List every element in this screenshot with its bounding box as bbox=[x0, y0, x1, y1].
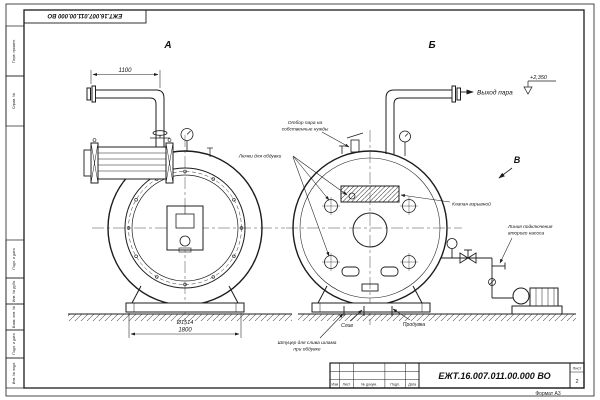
support-left bbox=[125, 285, 245, 313]
margin-label: Подп. и дата bbox=[12, 248, 16, 269]
feed-piping bbox=[441, 238, 514, 299]
check-valve-icon bbox=[488, 278, 496, 286]
margin-label: Подп. и дата bbox=[12, 333, 16, 354]
sheet-frame bbox=[5, 3, 595, 397]
sheet-label: Лист bbox=[573, 366, 582, 371]
stamp-col-data: Дата bbox=[408, 383, 416, 387]
manhole bbox=[352, 212, 388, 248]
leader-lines bbox=[292, 131, 513, 339]
steam-pipe-right bbox=[385, 85, 461, 154]
pressure-gauge-top bbox=[399, 130, 411, 156]
view-v-arrow bbox=[498, 167, 513, 179]
dim-diameter: Ø1514 bbox=[176, 320, 194, 326]
blow-hatches bbox=[322, 192, 418, 271]
riser-valve bbox=[150, 130, 170, 139]
ground bbox=[68, 313, 576, 321]
safety-valve bbox=[339, 132, 364, 154]
door-bolts bbox=[126, 169, 244, 287]
label-pump-line-1: Линия подключения bbox=[507, 224, 553, 230]
label-steam-out: Выход пара bbox=[477, 89, 513, 97]
label-sludge-2: при обдувке bbox=[293, 347, 320, 353]
margin-box-labels: Перв. примен. Справ. № Подп. и дата Инв.… bbox=[12, 39, 16, 384]
pressure-gauge-left bbox=[180, 128, 194, 152]
burner-unit bbox=[166, 205, 204, 253]
margin-label: Инв. № дубл. bbox=[12, 280, 16, 302]
label-drain: Слив bbox=[341, 323, 353, 329]
dim-top: 1100 bbox=[119, 68, 133, 74]
stamp-col-podp: Подп. bbox=[390, 383, 400, 387]
feed-pump bbox=[511, 287, 563, 315]
label-own-needs-1: Отбор пара на bbox=[288, 120, 323, 126]
support-right bbox=[311, 285, 431, 313]
stamp-col-dokum: № докум. bbox=[361, 383, 377, 387]
label-blow-hatches: Лючки для обдувки bbox=[238, 154, 282, 160]
doc-code-top: ЕЖТ.16.007.011.00.000 ВО bbox=[47, 12, 122, 18]
margin-label: Инв. № подл. bbox=[12, 362, 16, 384]
view-v-label: В bbox=[514, 155, 521, 165]
margin-label: Перв. примен. bbox=[12, 39, 16, 63]
title-block-text: Изм Лист № докум. Подп. Дата ЕЖТ.16.007.… bbox=[331, 366, 581, 397]
view-a-label: А bbox=[163, 40, 171, 51]
stamp-col-izm: Изм bbox=[331, 383, 338, 387]
view-a-boiler bbox=[83, 85, 263, 313]
view-b-boiler bbox=[292, 85, 461, 316]
label-explosion-valve: Клапан взрывной bbox=[452, 201, 491, 208]
elevation-value: +2,350 bbox=[530, 75, 548, 81]
top-stub bbox=[207, 147, 213, 157]
doc-code-stamp: ЕЖТ.16.007.011.00.000 ВО bbox=[438, 371, 550, 381]
sheet-value: 2 bbox=[575, 379, 578, 385]
pressure-gauge-line bbox=[446, 238, 458, 249]
explosion-valve-port bbox=[340, 185, 400, 203]
margin-label: Взам. инв. № bbox=[12, 306, 16, 328]
stamp-col-list: Лист bbox=[342, 383, 350, 387]
steam-pipe-left bbox=[86, 85, 165, 154]
dimensions bbox=[90, 70, 242, 338]
elevation-mark bbox=[523, 80, 556, 95]
label-own-needs-2: собственные нужды bbox=[282, 127, 329, 133]
economizer bbox=[83, 138, 174, 184]
margin-label: Справ. № bbox=[12, 93, 16, 109]
valve-icon bbox=[459, 252, 469, 264]
title-block bbox=[329, 362, 585, 389]
label-blowdown: Продувка bbox=[403, 322, 425, 328]
view-b-label: Б bbox=[428, 40, 435, 51]
dim-width: 1800 bbox=[178, 328, 192, 334]
margin-boxes bbox=[5, 25, 25, 389]
label-sludge-1: Штуцер для слива шлама bbox=[278, 340, 337, 346]
format-label: Формат А3 bbox=[535, 391, 560, 397]
handholes bbox=[341, 266, 399, 292]
label-pump-line-2: второго насоса bbox=[508, 232, 544, 237]
